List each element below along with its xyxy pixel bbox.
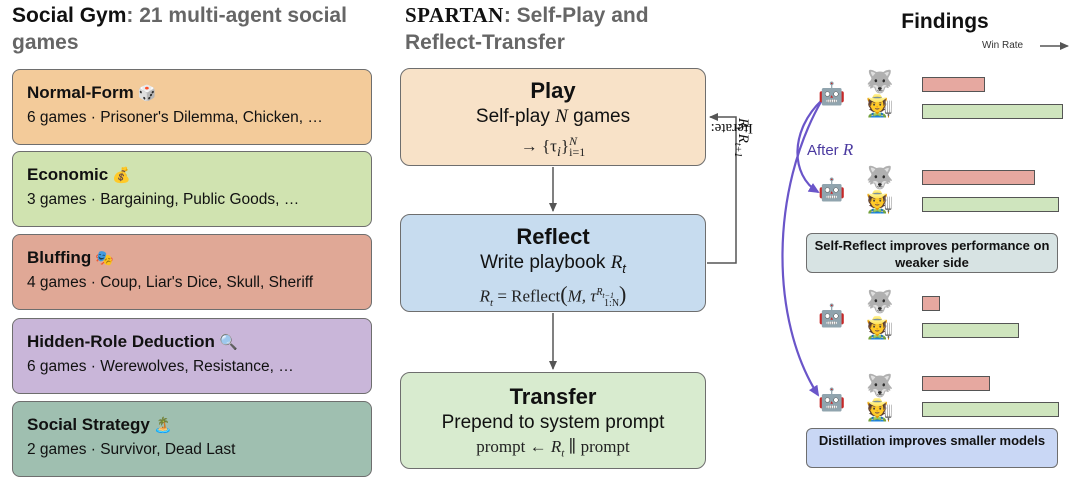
category-description: 6 games · Prisoner's Dilemma, Chicken, …	[27, 109, 323, 126]
villager-icon: 🧑‍🌾	[866, 315, 894, 340]
distill-arrow	[781, 99, 823, 397]
social-gym-title: Social Gym	[12, 4, 127, 27]
after-r-label: After R	[807, 140, 854, 159]
magnifier-icon: 🔍	[218, 334, 238, 351]
win-rate-bar-villager	[922, 402, 1059, 417]
wolf-icon: 🐺	[866, 69, 894, 94]
step-description: Prepend to system prompt	[441, 412, 665, 433]
category-description: 6 games · Werewolves, Resistance, …	[27, 358, 294, 375]
win-rate-bar-villager	[922, 104, 1063, 119]
wolf-icon: 🐺	[866, 165, 894, 190]
island-icon: 🏝️	[153, 417, 173, 434]
category-hidden-role-deduction: Hidden-Role Deduction🔍 6 games · Werewol…	[12, 318, 372, 394]
win-rate-label: Win Rate	[982, 40, 1024, 51]
step-play: Play Self-play N games → {τi}Ni=1	[400, 68, 706, 166]
step-formula: Rt = Reflect(M, τRt−11:N)	[479, 281, 627, 309]
category-description: 2 games · Survivor, Dead Last	[27, 441, 236, 458]
step-title: Transfer	[509, 384, 597, 409]
villager-icon: 🧑‍🌾	[866, 189, 894, 214]
step-transfer: Transfer Prepend to system prompt prompt…	[400, 372, 706, 469]
category-title: Bluffing🎭	[27, 248, 114, 267]
category-title: Economic💰	[27, 165, 131, 184]
social-gym-subtitle: : 21 multi-agent social games	[12, 4, 347, 54]
step-description: Self-play N games	[475, 106, 631, 127]
iterate-loop	[707, 113, 737, 264]
step-title: Play	[530, 78, 576, 103]
findings-heading: Findings	[901, 10, 989, 33]
win-rate-bar-wolf	[922, 170, 1035, 185]
villager-icon: 🧑‍🌾	[866, 397, 894, 422]
win-rate-bar-wolf	[922, 376, 990, 391]
villager-icon: 🧑‍🌾	[866, 93, 894, 118]
dice-icon: 🎲	[137, 85, 157, 102]
wolf-icon: 🐺	[866, 289, 894, 314]
category-social-strategy: Social Strategy🏝️ 2 games · Survivor, De…	[12, 401, 372, 477]
category-normal-form: Normal-Form🎲 6 games · Prisoner's Dilemm…	[12, 69, 372, 145]
win-rate-bar-wolf	[922, 77, 985, 92]
finding-note-self-reflect: Self-Reflect improves performance on wea…	[806, 233, 1058, 273]
spartan-subtitle: : Self-Play and Reflect-Transfer	[405, 4, 649, 54]
step-formula: prompt ← Rt ∥ prompt	[476, 437, 630, 460]
category-description: 3 games · Bargaining, Public Goods, …	[27, 191, 300, 208]
step-description: Write playbook Rt	[480, 252, 626, 276]
category-title: Normal-Form🎲	[27, 83, 157, 102]
category-description: 4 games · Coup, Liar's Dice, Skull, Sher…	[27, 274, 314, 291]
spartan-title: SPARTAN	[405, 3, 504, 27]
win-rate-bar-wolf	[922, 296, 940, 311]
category-title: Social Strategy🏝️	[27, 415, 173, 434]
finding-note-distillation: Distillation improves smaller models	[806, 428, 1058, 468]
money-bag-icon: 💰	[112, 167, 131, 184]
robot-teacher-icon: 🤖	[818, 177, 846, 202]
win-rate-bar-villager	[922, 323, 1019, 338]
win-rate-bar-villager	[922, 197, 1059, 212]
masks-icon: 🎭	[95, 250, 114, 267]
small-robot-icon: 🤖	[818, 387, 846, 412]
step-formula: → {τi}Ni=1	[520, 134, 586, 161]
category-economic: Economic💰 3 games · Bargaining, Public G…	[12, 151, 372, 227]
small-robot-icon: 🤖	[818, 303, 846, 328]
after-r-arrow-1	[796, 99, 823, 194]
wolf-icon: 🐺	[866, 373, 894, 398]
spartan-heading: SPARTAN: Self-Play and Reflect-Transfer	[405, 2, 715, 56]
robot-teacher-icon: 🤖	[818, 81, 846, 106]
step-reflect: Reflect Write playbook Rt Rt = Reflect(M…	[400, 214, 706, 312]
category-title: Hidden-Role Deduction🔍	[27, 332, 238, 351]
step-title: Reflect	[516, 224, 590, 249]
category-bluffing: Bluffing🎭 4 games · Coup, Liar's Dice, S…	[12, 234, 372, 310]
social-gym-heading: Social Gym: 21 multi-agent social games	[12, 2, 372, 56]
iterate-label: Iterate: Rt → Rt+1	[710, 118, 753, 158]
